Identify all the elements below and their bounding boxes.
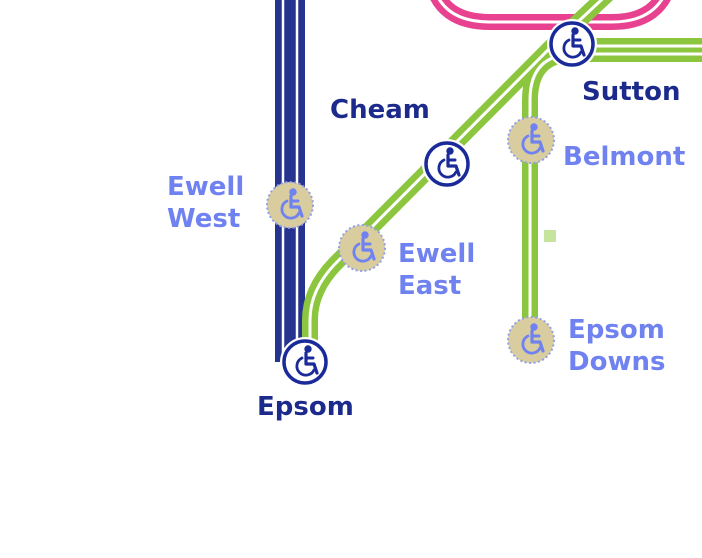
epsom-station[interactable] (280, 337, 330, 387)
ewell-west-label-line1[interactable]: Ewell (167, 172, 245, 202)
belmont-label[interactable]: Belmont (563, 142, 686, 172)
wheelchair-icon (547, 19, 597, 69)
ewell-west-label-line2[interactable]: West (167, 204, 241, 234)
sutton-station[interactable] (547, 19, 597, 69)
wheelchair-icon (339, 225, 385, 271)
pink-line (430, 0, 671, 30)
belmont-station[interactable] (508, 117, 554, 163)
ewell-east-label-line1[interactable]: Ewell (398, 239, 476, 269)
ewell-east-label-line2[interactable]: East (398, 271, 462, 301)
wheelchair-icon (267, 182, 313, 228)
sutton-label[interactable]: Sutton (582, 77, 681, 107)
wheelchair-icon (280, 337, 330, 387)
ewell-west-station[interactable] (267, 182, 313, 228)
epsom-label[interactable]: Epsom (257, 392, 354, 422)
wheelchair-icon (508, 317, 554, 363)
navy-line (275, 0, 305, 362)
epsom-downs-station[interactable] (508, 317, 554, 363)
cheam-station[interactable] (422, 139, 472, 189)
wheelchair-icon (508, 117, 554, 163)
epsom-downs-label-line2[interactable]: Downs (568, 347, 666, 377)
ewell-east-station[interactable] (339, 225, 385, 271)
cheam-label[interactable]: Cheam (330, 95, 430, 125)
wheelchair-icon (422, 139, 472, 189)
epsom-downs-label-line1[interactable]: Epsom (568, 315, 665, 345)
green-line (302, 0, 702, 362)
siding-marker (544, 230, 556, 242)
